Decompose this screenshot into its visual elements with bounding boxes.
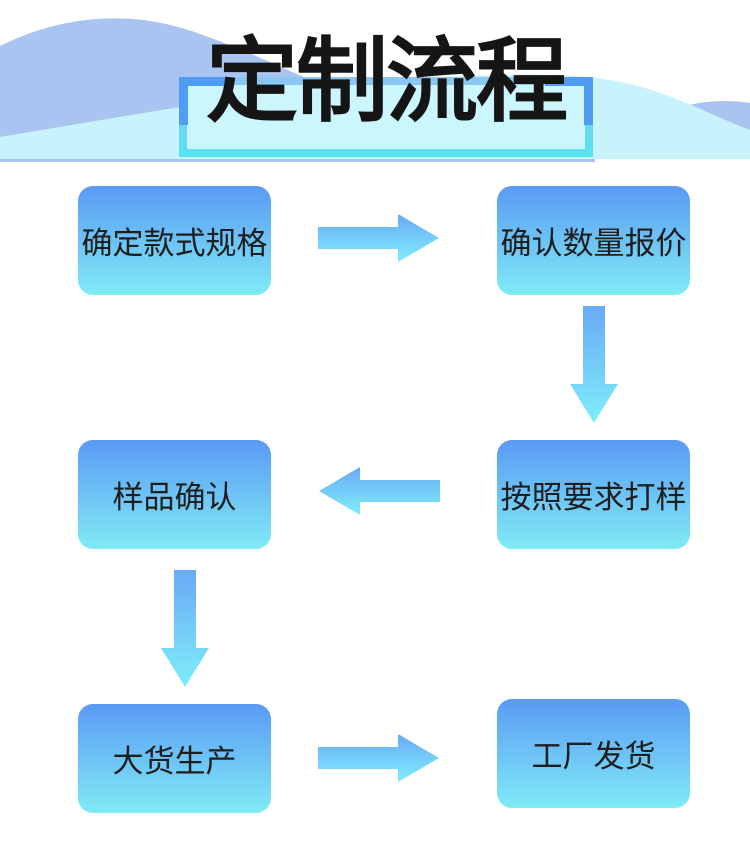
step-label: 确定款式规格 xyxy=(81,226,268,261)
step-confirm-quantity-quote: 确认数量报价 xyxy=(497,186,690,295)
page-title: 定制流程 xyxy=(205,31,568,133)
title-banner xyxy=(179,77,593,157)
step-determine-style-spec: 确定款式规格 xyxy=(78,186,271,295)
title-banner-fill xyxy=(187,85,585,149)
step-sample-confirmation: 样品确认 xyxy=(78,440,271,549)
step-sample-per-requirements: 按照要求打样 xyxy=(497,440,690,549)
step-bulk-production: 大货生产 xyxy=(78,704,271,813)
step-label: 确认数量报价 xyxy=(500,226,687,261)
arrow-right-icon xyxy=(318,734,439,782)
step-label: 按照要求打样 xyxy=(500,480,687,515)
arrow-down-icon xyxy=(570,306,618,423)
title-bracket-right-icon xyxy=(545,77,593,125)
step-label: 样品确认 xyxy=(112,480,237,515)
step-label: 大货生产 xyxy=(112,744,237,779)
arrow-right-icon xyxy=(318,214,439,262)
step-factory-shipping: 工厂发货 xyxy=(497,699,690,808)
title-bracket-left-icon xyxy=(179,77,227,125)
step-label: 工厂发货 xyxy=(531,739,656,774)
arrow-down-icon xyxy=(161,570,209,687)
arrow-left-icon xyxy=(319,467,440,515)
